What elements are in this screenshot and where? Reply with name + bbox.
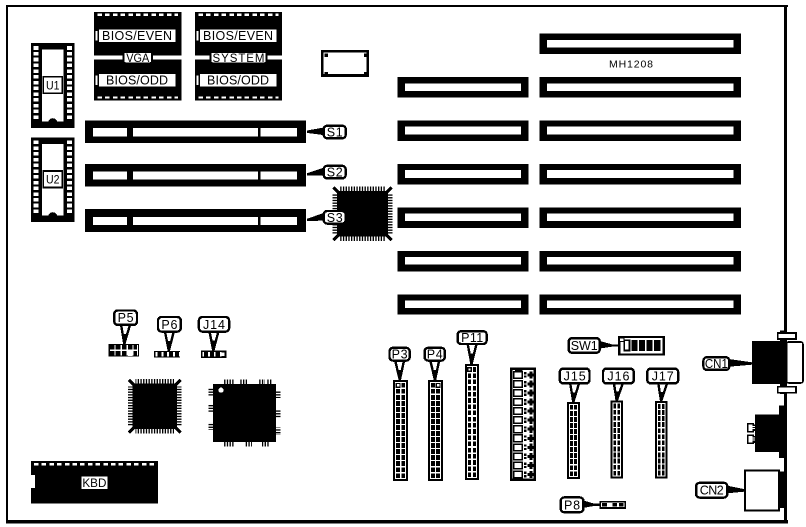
connector-cn1 xyxy=(751,330,804,394)
slot-s3 xyxy=(85,209,306,232)
chip-u2: U2 xyxy=(31,137,75,222)
callout-p4: P4 xyxy=(423,346,447,381)
label-text: KBD xyxy=(82,476,106,490)
qfp-chip-right xyxy=(208,379,281,447)
dip-switch-sw1 xyxy=(618,335,665,356)
expansion-slots xyxy=(397,33,741,315)
callout-j17: J17 xyxy=(646,367,680,402)
jumper-block-j14 xyxy=(200,350,227,358)
callout-j14: J14 xyxy=(197,315,231,351)
jumper-block-p5 xyxy=(108,344,140,357)
callout-p5: P5 xyxy=(112,309,139,345)
label-text: U1 xyxy=(46,78,60,92)
chip-u1: U1 xyxy=(31,43,75,128)
callout-p6: P6 xyxy=(156,315,182,352)
pin-header-p4 xyxy=(428,380,443,481)
callout-j16: J16 xyxy=(601,367,635,402)
label-text: BIOS/EVEN xyxy=(102,29,172,43)
callout-cn2: CN2 xyxy=(694,481,745,499)
label-text: P4 xyxy=(427,348,443,362)
label-text: CN2 xyxy=(700,484,724,498)
connector-cn2 xyxy=(743,469,786,512)
slot-s2 xyxy=(85,163,306,187)
label-text: J17 xyxy=(652,370,674,384)
qfp-chip-left xyxy=(127,378,182,434)
jumper-block-p6 xyxy=(153,350,181,358)
label-text: SW1 xyxy=(571,339,598,353)
slot-s1 xyxy=(85,120,306,143)
pin-header-p11 xyxy=(464,364,480,481)
jack-connector xyxy=(746,405,787,458)
pin-header-p3 xyxy=(393,380,409,481)
kbd-connector: KBD xyxy=(29,461,158,504)
callout-s1: S1 xyxy=(307,124,347,140)
label-text: J15 xyxy=(564,370,586,384)
label-text: J16 xyxy=(607,370,629,384)
label-text: S3 xyxy=(327,211,343,225)
callout-sw1: SW1 xyxy=(567,336,620,355)
label-text: BIOS/ODD xyxy=(207,74,269,88)
board-title: MH1208 xyxy=(609,58,654,71)
callout-j15: J15 xyxy=(558,367,591,403)
pin-header-j15 xyxy=(566,402,580,479)
label-text: VGA xyxy=(126,53,149,65)
label-text: BIOS/EVEN xyxy=(203,29,273,43)
label-text: CN1 xyxy=(705,357,728,371)
connector-p8 xyxy=(599,500,627,509)
label-text: BIOS/ODD xyxy=(106,74,168,88)
callout-p11: P11 xyxy=(456,330,488,365)
label-text: SYSTEM xyxy=(213,53,265,65)
pin-header-j16 xyxy=(610,400,624,479)
label-text: S2 xyxy=(327,166,343,180)
label-text: P5 xyxy=(118,311,134,325)
label-text: S1 xyxy=(327,126,343,140)
crystal-oscillator xyxy=(320,49,369,77)
board-outline xyxy=(6,5,788,524)
callout-p8: P8 xyxy=(559,496,601,514)
pin-header-j17 xyxy=(654,401,668,479)
label-text: P8 xyxy=(564,498,580,512)
power-connector xyxy=(510,367,537,482)
label-text: U2 xyxy=(46,173,60,187)
label-text: J14 xyxy=(203,318,225,332)
label-text: MH1208 xyxy=(609,58,653,70)
callout-p3: P3 xyxy=(388,346,411,381)
rom-bank-vga: BIOS/EVEN BIOS/ODD VGA xyxy=(93,12,182,101)
callout-s3: S3 xyxy=(307,209,347,225)
callout-cn1: CN1 xyxy=(702,356,752,371)
label-text: P6 xyxy=(161,318,177,332)
label-text: P3 xyxy=(392,348,408,362)
label-text: P11 xyxy=(461,331,483,345)
rom-bank-system: BIOS/EVEN BIOS/ODD SYSTEM xyxy=(194,12,283,101)
callout-s2: S2 xyxy=(307,164,347,180)
